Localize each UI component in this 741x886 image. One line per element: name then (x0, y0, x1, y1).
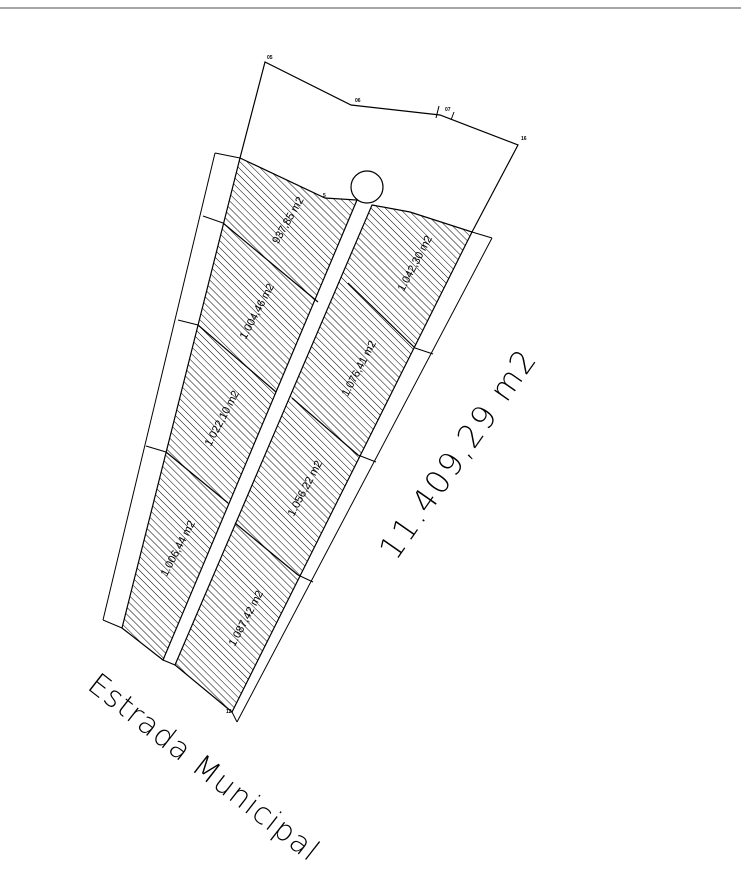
dimension-extension (177, 319, 199, 326)
lot-divider (165, 451, 229, 504)
tick-mark (450, 111, 455, 121)
lot-divider (291, 397, 359, 456)
point-label: 16 (521, 136, 527, 142)
dimension-extension (145, 445, 167, 453)
dimension-extension (231, 711, 238, 723)
point-label: 06 (355, 98, 361, 104)
dimension-extension (214, 152, 241, 159)
point-label: 12 (226, 709, 232, 715)
dimension-extension (414, 347, 434, 355)
dimension-extension (357, 454, 377, 463)
dimension-extension (102, 619, 123, 629)
tick-mark (435, 105, 440, 119)
lot-divider (197, 324, 277, 393)
dimension-line-right (236, 237, 493, 723)
dimension-extension (202, 215, 224, 224)
dimension-line-left (102, 152, 216, 621)
cul-de-sac (350, 170, 384, 204)
lot-divider (347, 282, 416, 349)
point-label: 5 (323, 193, 326, 199)
point-label: 07 (445, 107, 451, 113)
dimension-extension (471, 231, 493, 239)
point-label: 05 (267, 55, 273, 61)
road-frontage (162, 659, 176, 666)
dimension-extension (297, 574, 314, 583)
left-block (121, 157, 358, 661)
property-boundary (239, 61, 519, 233)
lot-divider (222, 222, 319, 303)
lot-divider (234, 522, 299, 576)
road-label: Estrada Municipal (81, 667, 326, 869)
